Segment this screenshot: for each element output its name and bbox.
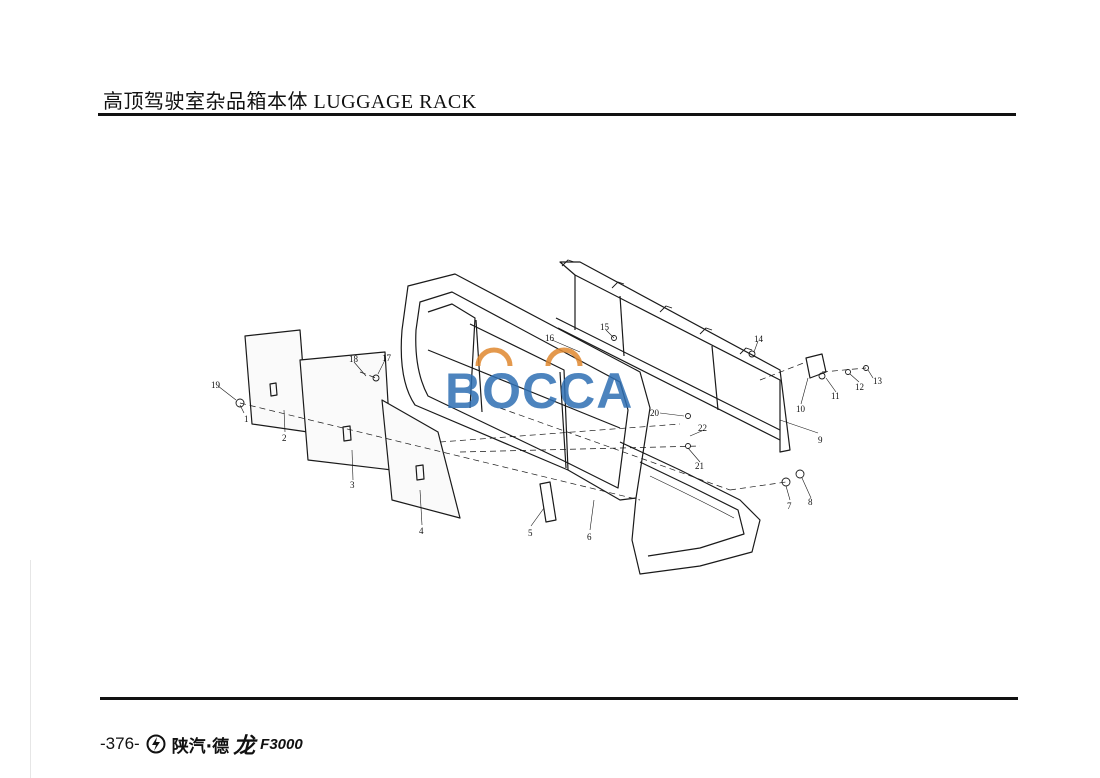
trim-panel-right <box>381 399 461 519</box>
trim-panel-middle <box>299 351 393 471</box>
callout-7: 7 <box>787 501 792 511</box>
callout-14: 14 <box>754 334 764 344</box>
title-rule <box>98 113 1016 116</box>
brand-name: 陕汽·德 <box>171 736 230 757</box>
callout-1: 1 <box>244 414 249 424</box>
callout-20: 20 <box>650 408 660 418</box>
callout-16: 16 <box>545 333 555 343</box>
page-title: 高顶驾驶室杂品箱本体 LUGGAGE RACK <box>103 91 477 113</box>
mount-bracket <box>805 353 827 379</box>
callout-22: 22 <box>698 423 707 433</box>
mounting-frame <box>555 259 791 453</box>
fasteners <box>235 335 869 487</box>
brand-series: 龙 <box>233 733 256 759</box>
callout-17: 17 <box>382 353 392 363</box>
scan-edge <box>30 560 31 778</box>
callout-19: 19 <box>211 380 221 390</box>
footer-rule <box>100 697 1018 700</box>
trim-panel-left <box>244 329 309 433</box>
callout-3: 3 <box>350 480 355 490</box>
callout-4: 4 <box>419 526 424 536</box>
callout-13: 13 <box>873 376 883 386</box>
callout-21: 21 <box>695 461 704 471</box>
side-strip <box>539 481 557 523</box>
callout-12: 12 <box>855 382 864 392</box>
shacman-logo-icon <box>146 734 166 754</box>
callout-5: 5 <box>528 528 533 538</box>
leader-lines <box>217 329 874 531</box>
callout-8: 8 <box>808 497 813 507</box>
callout-labels: 1 2 3 4 5 6 7 8 9 10 11 12 13 14 15 16 1… <box>211 322 883 542</box>
svg-text:BOCCA: BOCCA <box>445 363 633 419</box>
callout-10: 10 <box>796 404 806 414</box>
page-number: -376- <box>100 734 140 753</box>
callout-18: 18 <box>349 354 359 364</box>
model-name: F3000 <box>260 735 303 753</box>
callout-2: 2 <box>282 433 287 443</box>
watermark: BOCCA <box>445 347 633 419</box>
assembly-lines <box>239 361 867 501</box>
page-footer: -376- 陕汽·德 龙 F3000 <box>100 731 303 759</box>
callout-15: 15 <box>600 322 610 332</box>
callout-6: 6 <box>587 532 592 542</box>
callout-9: 9 <box>818 435 823 445</box>
callout-11: 11 <box>831 391 840 401</box>
luggage-box-body <box>400 273 761 575</box>
